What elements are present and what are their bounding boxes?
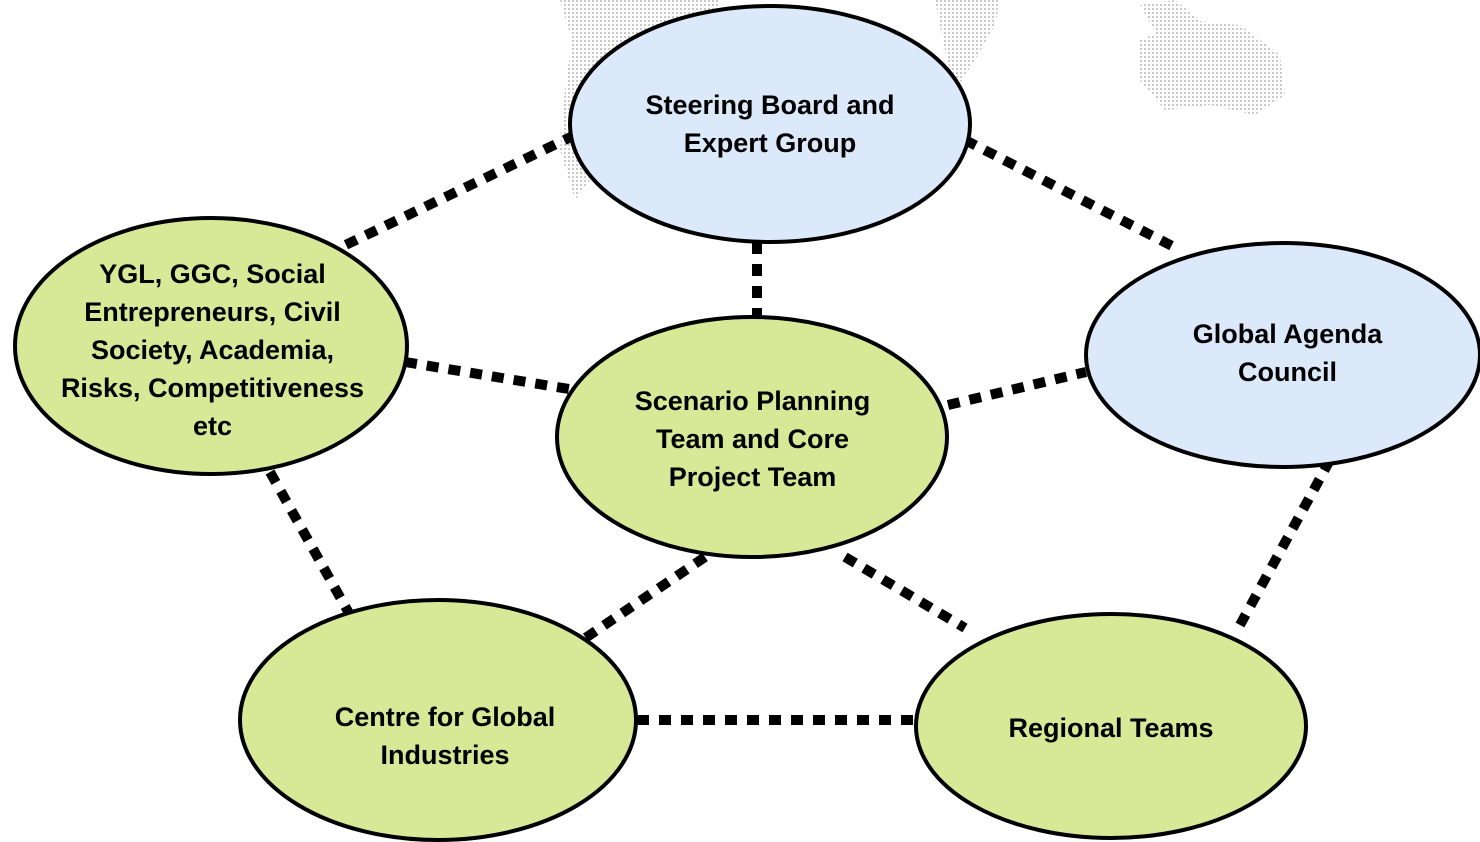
connectors <box>265 130 1335 725</box>
connector-scenario-regional <box>842 552 968 633</box>
node-ygl-group <box>13 216 409 476</box>
connector-agenda-regional <box>1235 457 1335 628</box>
nodes <box>13 4 1480 842</box>
connector-ygl-centre <box>265 469 355 618</box>
node-centre-global <box>238 598 638 842</box>
connector-scenario-centre <box>572 552 708 650</box>
node-global-agenda <box>1084 241 1480 469</box>
node-steering-board <box>568 4 972 244</box>
connector-steering-ygl <box>332 130 578 255</box>
connector-ygl-scenario <box>404 357 576 395</box>
node-regional-teams <box>914 612 1308 840</box>
connector-scenario-agenda <box>946 367 1088 410</box>
connector-steering-agenda <box>962 135 1183 255</box>
node-scenario-planning <box>555 315 949 559</box>
